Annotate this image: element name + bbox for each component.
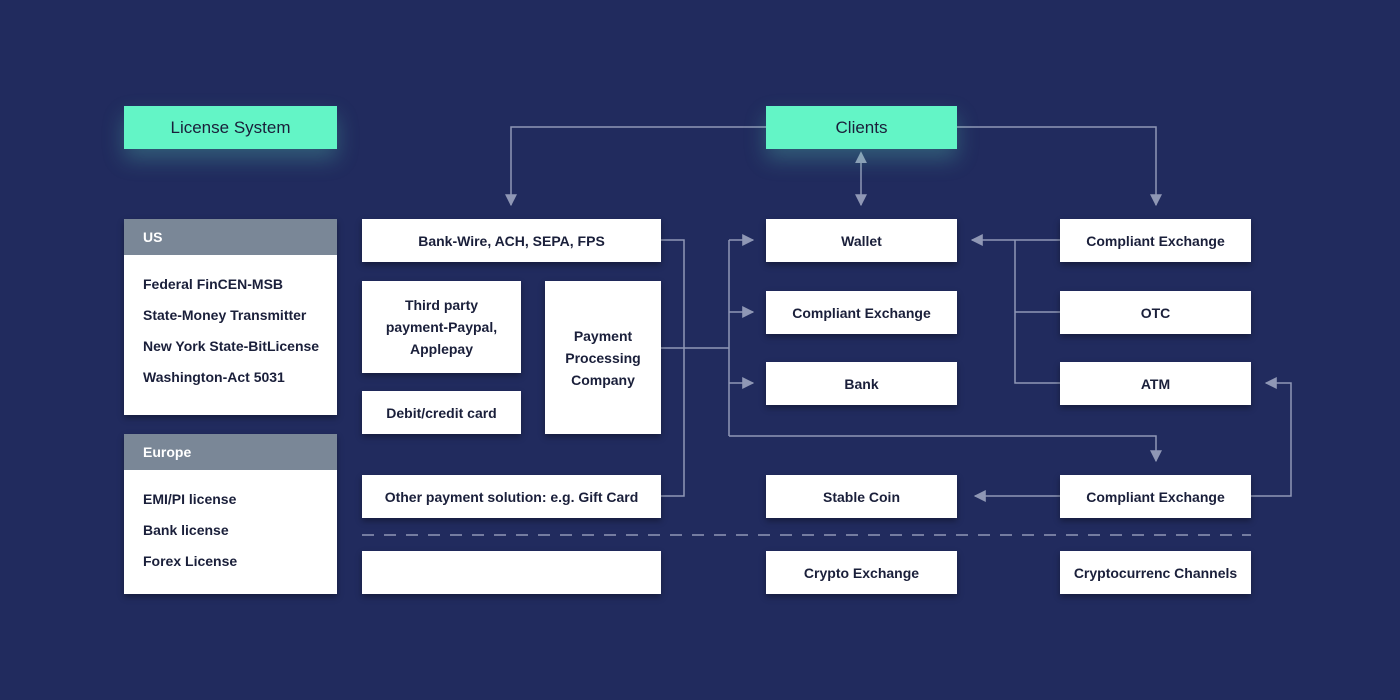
- bank-wire-node: Bank-Wire, ACH, SEPA, FPS: [362, 219, 661, 262]
- atm-node: ATM: [1060, 362, 1251, 405]
- otc-node: OTC: [1060, 291, 1251, 334]
- us-license-item: Washington-Act 5031: [143, 369, 285, 385]
- us-license-item: New York State-BitLicense: [143, 338, 320, 354]
- other-payment-node: Other payment solution: e.g. Gift Card: [362, 475, 661, 518]
- payment-processing-line: Payment: [573, 327, 633, 344]
- connector-lower-exchange-to-atm: [1251, 377, 1292, 497]
- third-party-line: Third party: [404, 297, 479, 313]
- us-license-item: State-Money Transmitter: [143, 307, 307, 323]
- license-system-header: License System: [124, 106, 337, 149]
- us-license-item: Federal FinCEN-MSB: [143, 276, 284, 292]
- europe-license-item: Forex License: [143, 553, 238, 569]
- third-party-line: Applepay: [409, 341, 473, 357]
- crypto-channels-node: Cryptocurrenc Channels: [1060, 551, 1251, 594]
- stable-coin-node: Stable Coin: [766, 475, 957, 518]
- europe-license-panel: Europe EMI/PI license Bank license Forex…: [124, 434, 337, 594]
- connector-bus-to-lower-exchange: [729, 435, 1162, 463]
- payment-processing-line: Company: [571, 371, 635, 388]
- bank-node: Bank: [766, 362, 957, 405]
- third-party-payment-node: Third party payment-Paypal, Applepay: [362, 281, 521, 373]
- connector-right-trunk: [1014, 240, 1060, 384]
- compliant-exchange-top-right-node: Compliant Exchange: [1060, 219, 1251, 262]
- payment-processing-line: Processing: [565, 349, 641, 366]
- europe-license-item: Bank license: [143, 522, 229, 538]
- crypto-exchange-node: Crypto Exchange: [766, 551, 957, 594]
- europe-panel-title: Europe: [124, 434, 337, 470]
- clients-header: Clients: [766, 106, 957, 149]
- blank-node: [362, 551, 661, 594]
- compliant-exchange-bottom-right-node: Compliant Exchange: [1060, 475, 1251, 518]
- connector-payment-bracket: [661, 239, 685, 497]
- compliant-exchange-mid-node: Compliant Exchange: [766, 291, 957, 334]
- europe-license-item: EMI/PI license: [143, 491, 237, 507]
- us-panel-title: US: [124, 219, 337, 255]
- connector-clients-to-exchange: [957, 126, 1162, 207]
- payment-processing-node: Payment Processing Company: [545, 281, 661, 434]
- wallet-node: Wallet: [766, 219, 957, 262]
- connector-clients-to-bankwire: [505, 126, 766, 207]
- third-party-line: payment-Paypal,: [385, 319, 498, 335]
- us-license-panel: US Federal FinCEN-MSB State-Money Transm…: [124, 219, 337, 415]
- debit-credit-card-node: Debit/credit card: [362, 391, 521, 434]
